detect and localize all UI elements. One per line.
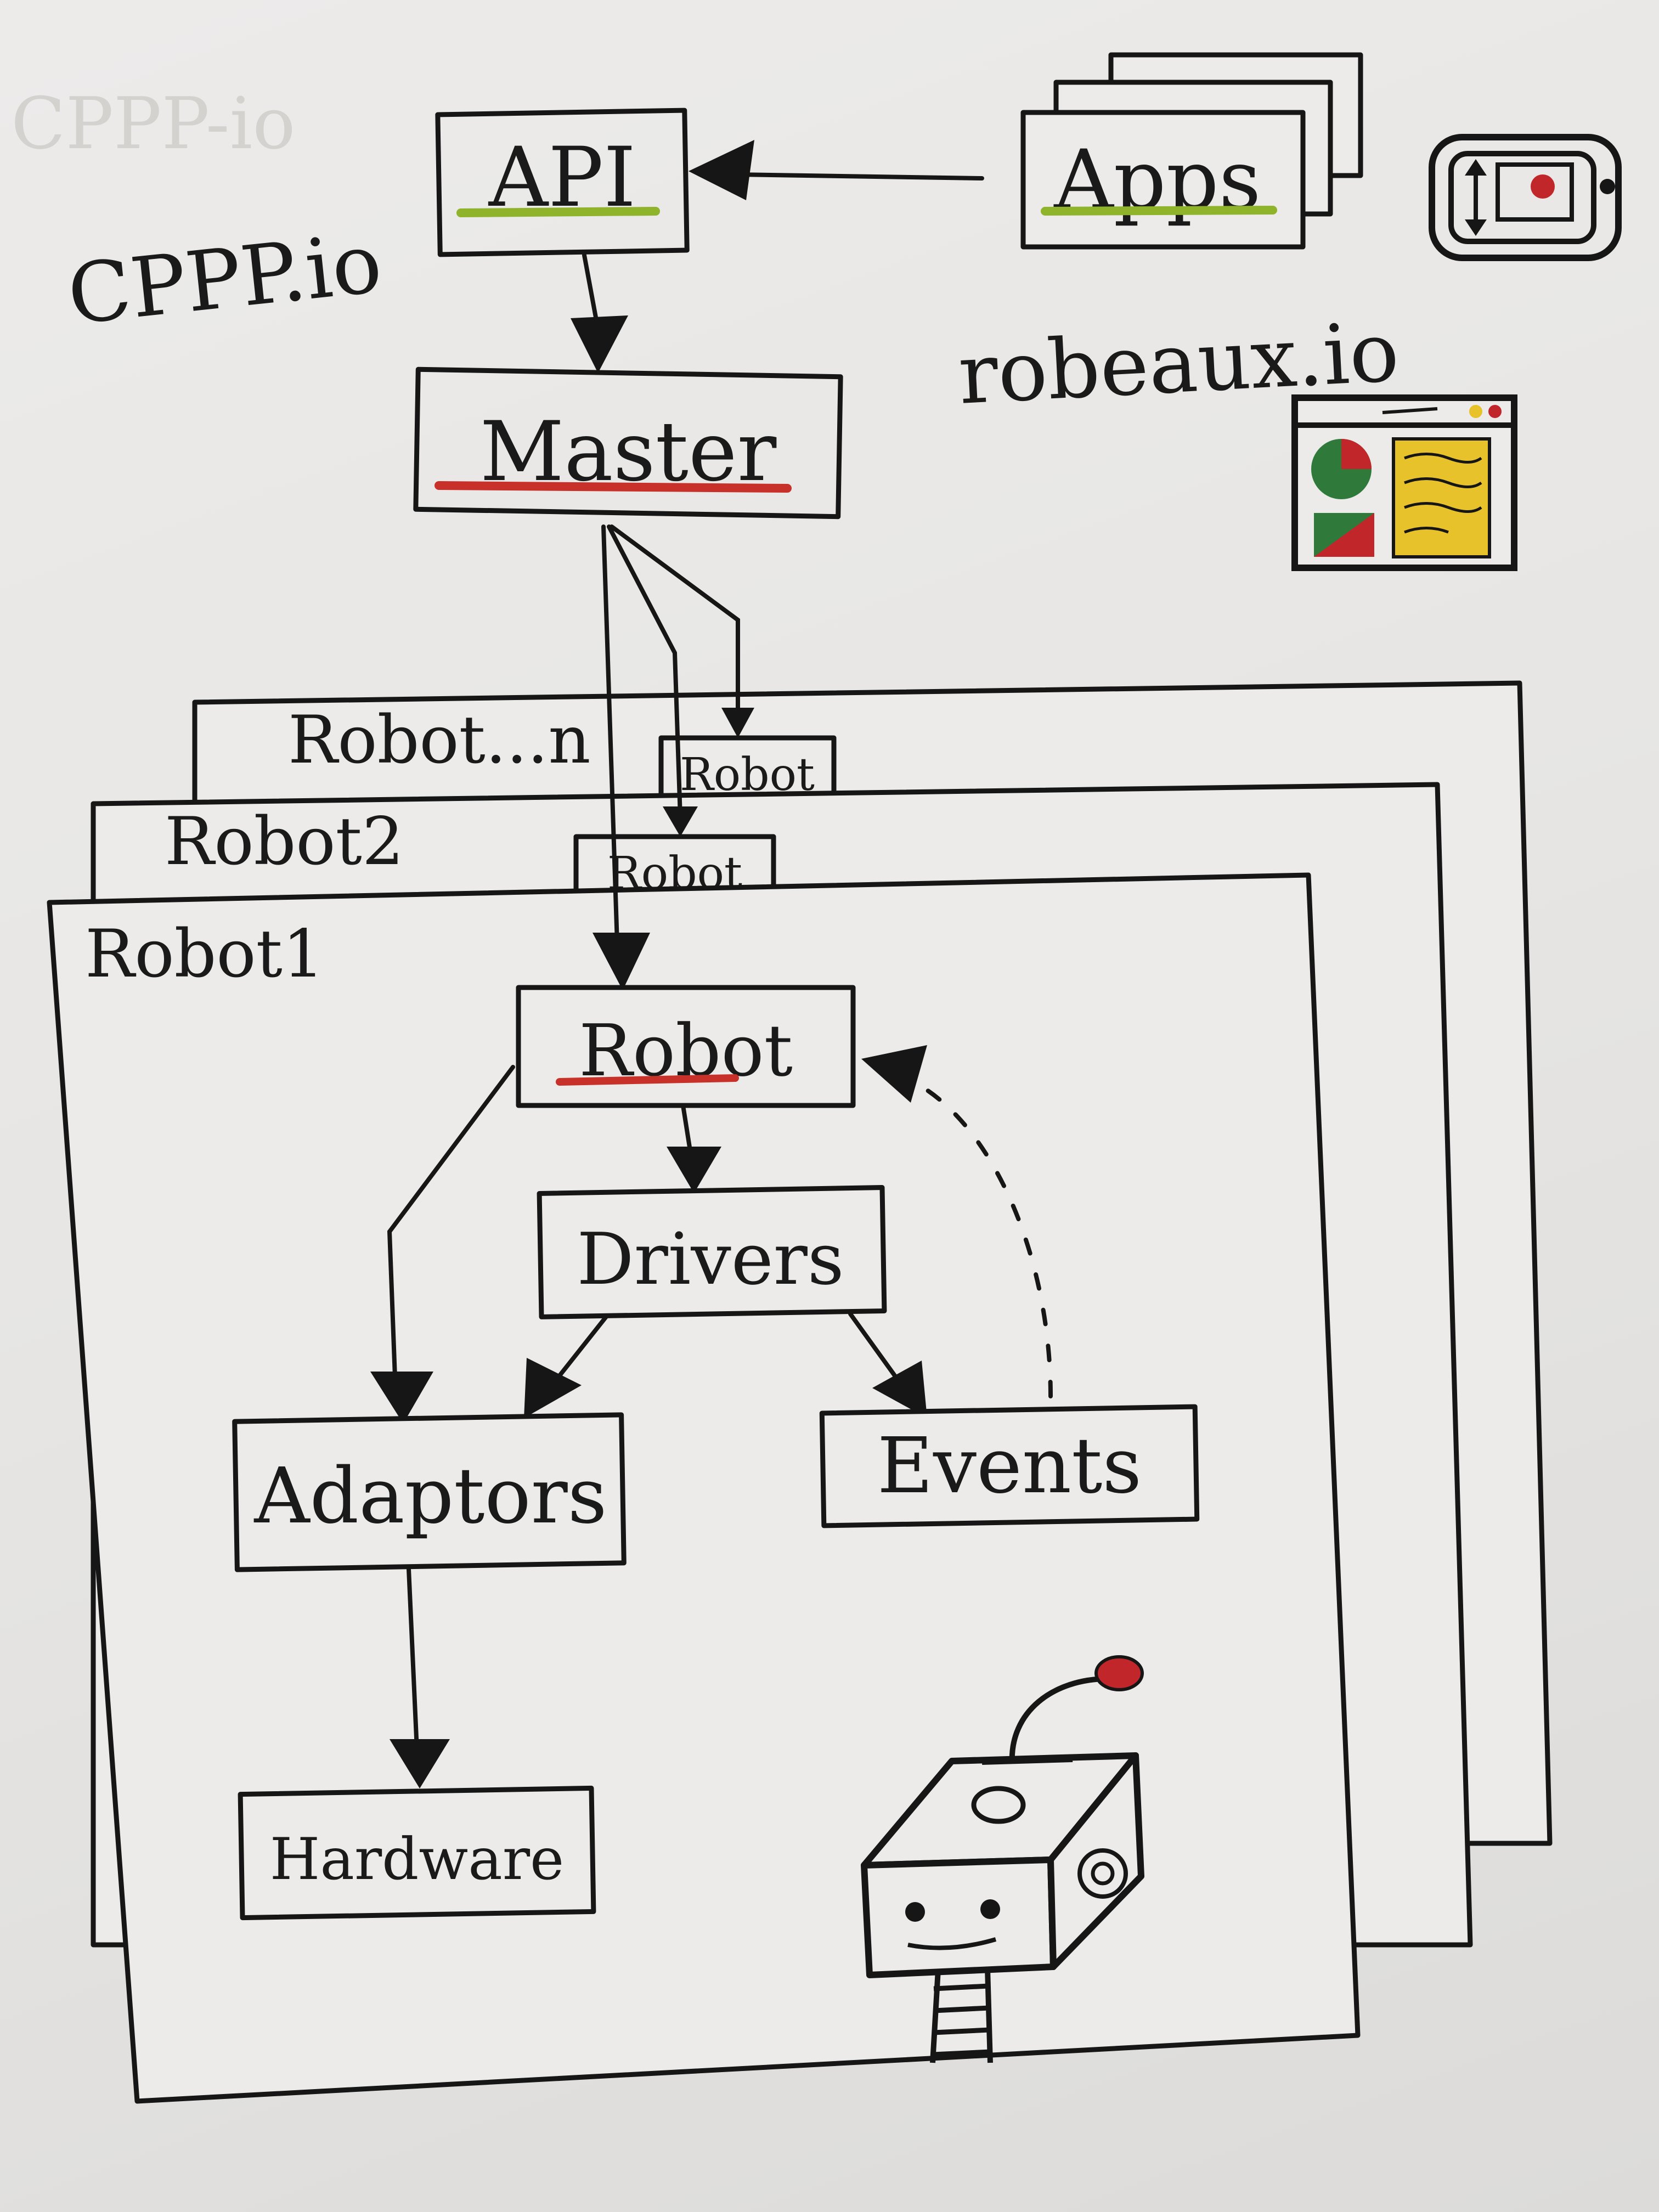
robot-2-label: Robot2: [165, 804, 404, 880]
robot-node: Robot: [516, 985, 856, 1108]
arrow-robot-to-drivers: [667, 1103, 721, 1193]
arrow-robot-to-adaptors: [370, 1065, 515, 1424]
master-underline: [435, 481, 792, 493]
api-node: API: [435, 108, 690, 257]
api-underline: [456, 207, 660, 217]
faded-title: CPPP-io: [11, 82, 296, 165]
robot-1-label: Robot1: [85, 916, 324, 992]
events-label: Events: [877, 1421, 1142, 1511]
robot-underline: [556, 1074, 739, 1086]
arrows-master-to-robots: [592, 524, 754, 990]
events-node: Events: [819, 1404, 1200, 1528]
arrow-drivers-to-events: [848, 1312, 927, 1418]
master-node: Master: [413, 366, 843, 520]
drivers-label: Drivers: [577, 1217, 844, 1301]
apps-node: Apps: [1020, 52, 1363, 250]
adaptors-label: Adaptors: [253, 1452, 607, 1541]
arrow-api-to-master: [571, 253, 628, 373]
cppp-label: CPPP.io: [64, 216, 386, 343]
arrow-apps-to-api: [689, 140, 984, 200]
dashboard-icon: [1291, 394, 1517, 571]
drivers-node: Drivers: [537, 1185, 887, 1319]
hardware-label: Hardware: [270, 1826, 564, 1893]
adaptors-node: Adaptors: [232, 1412, 627, 1572]
arrow-events-to-robot: [861, 1045, 1053, 1398]
arrow-adaptors-to-hardware: [390, 1567, 450, 1788]
phone-icon: [1429, 134, 1622, 261]
apps-underline: [1041, 206, 1277, 216]
hardware-node: Hardware: [238, 1785, 596, 1921]
robot-n-label: Robot...n: [288, 702, 591, 778]
robot-mascot-icon: [861, 1655, 1144, 2063]
arrow-drivers-to-adaptors: [524, 1314, 608, 1418]
